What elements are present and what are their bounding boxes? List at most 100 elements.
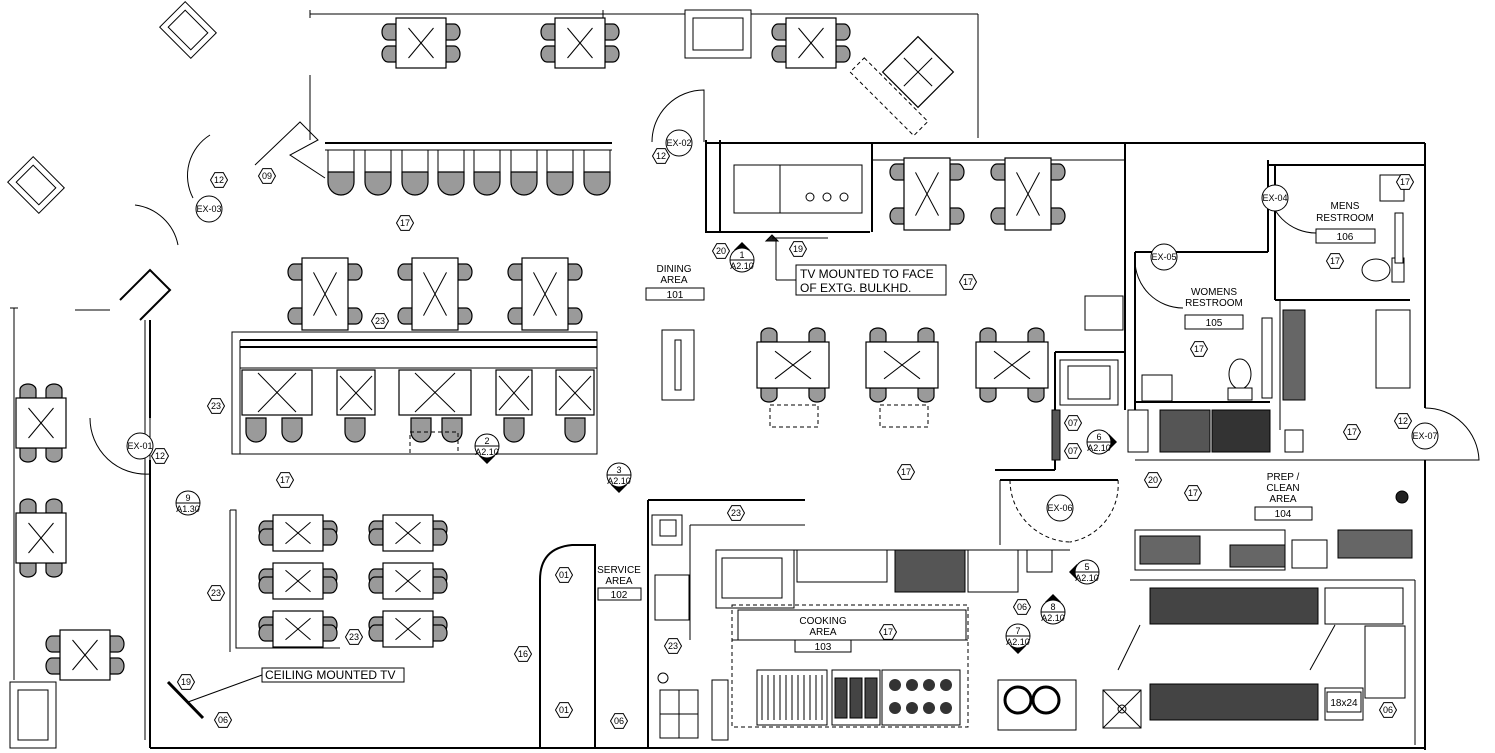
keynote-tag-label: 12 [214, 175, 224, 185]
keynote-tag-label: 17 [1188, 488, 1198, 498]
dining-room-name-2: AREA [660, 275, 688, 286]
dining-table [756, 327, 830, 403]
dining-tables [15, 17, 1066, 681]
section-marker-ref: A2.10 [730, 261, 754, 271]
ice-machine [1084, 295, 1124, 331]
keynote-tag-label: 06 [1017, 602, 1027, 612]
exit-marker: EX-01 [126, 432, 154, 460]
keynote-tag: 23 [206, 585, 226, 601]
cooking-room-name: COOKING [799, 616, 846, 627]
section-marker: 3A2.10 [606, 462, 632, 493]
bar-stool [473, 149, 501, 196]
keynote-tag-label: 12 [155, 451, 165, 461]
keynote-tag-label: 19 [181, 677, 191, 687]
exit-marker: EX-05 [1150, 243, 1178, 271]
exit-marker-label: EX-07 [1412, 431, 1437, 441]
keynote-tag-label: 17 [1347, 427, 1357, 437]
section-marker: 6A2.10 [1086, 429, 1117, 455]
keynote-tag: 09 [257, 168, 277, 184]
keynote-tag-label: 12 [1398, 416, 1408, 426]
keynote-tag: 17 [878, 624, 898, 640]
section-marker-ref: A1.30 [176, 504, 200, 514]
tv-bulkhead-note-1: TV MOUNTED TO FACE [800, 267, 934, 281]
keynote-tag: 17 [958, 274, 978, 290]
keynote-tag: 12 [150, 448, 170, 464]
keynote-tag: 07 [1063, 415, 1083, 431]
womens-room-number: 105 [1206, 318, 1223, 329]
dining-table [15, 498, 67, 578]
back-bar-equipment [733, 164, 863, 242]
dining-table [258, 514, 338, 552]
keynote-tag-label: 17 [901, 467, 911, 477]
bar-stool [583, 149, 611, 196]
keynote-tag-label: 20 [1148, 475, 1158, 485]
prep-clean-equipment [1051, 309, 1413, 721]
keynote-tag: 17 [275, 472, 295, 488]
keynote-tag: 17 [395, 215, 415, 231]
dining-table [849, 35, 955, 137]
exit-marker-label: EX-06 [1047, 503, 1072, 513]
exit-marker: EX-02 [665, 129, 693, 157]
keynote-tag: 17 [1189, 341, 1209, 357]
section-marker-number: 5 [1084, 562, 1089, 572]
ceiling-tv-symbol [166, 680, 205, 720]
bar-counter-tables [241, 369, 929, 455]
section-marker-ref: A2.10 [1087, 443, 1111, 453]
keynote-tag: 12 [209, 172, 229, 188]
keynote-tag: 12 [1393, 413, 1413, 429]
keynote-tag: 20 [1143, 472, 1163, 488]
host-stand [661, 329, 695, 401]
keynote-tag: 17 [1395, 174, 1415, 190]
dining-table [368, 610, 448, 648]
keynote-tag-label: 06 [614, 716, 624, 726]
keynote-tag: 06 [213, 712, 233, 728]
bar-stools [327, 149, 611, 196]
keynote-tag: 06 [1012, 599, 1032, 615]
dining-table [258, 562, 338, 600]
exit-marker-label: EX-03 [196, 204, 221, 214]
dining-table [990, 157, 1066, 231]
dining-table [865, 327, 939, 403]
section-marker: 7A2.10 [1005, 623, 1031, 654]
dining-table [771, 17, 851, 69]
keynote-tag-label: 06 [218, 715, 228, 725]
keynote-tag-label: 16 [518, 649, 528, 659]
service-room-name-2: AREA [605, 576, 633, 587]
keynote-tag: 01 [554, 567, 574, 583]
keynote-tag: 19 [788, 241, 808, 257]
bar-stool [401, 149, 429, 196]
keynote-tag-label: 23 [211, 588, 221, 598]
keynote-tag-label: 01 [559, 570, 569, 580]
keynote-tag-label: 07 [1068, 446, 1078, 456]
keynote-tag-label: 23 [668, 641, 678, 651]
section-marker-number: 8 [1050, 602, 1055, 612]
bar-stool [437, 149, 465, 196]
womens-room-name-2: RESTROOM [1185, 298, 1243, 309]
mens-room-number: 106 [1337, 232, 1354, 243]
keynote-tag: 06 [609, 713, 629, 729]
section-marker-ref: A2.10 [1041, 613, 1065, 623]
keynote-tag: 17 [1342, 424, 1362, 440]
keynote-tag-label: 23 [349, 632, 359, 642]
patio-area [7, 1, 979, 749]
mens-room-name-2: RESTROOM [1316, 213, 1374, 224]
section-marker-ref: A2.10 [1075, 573, 1099, 583]
keynote-tag: 12 [651, 148, 671, 164]
keynote-tag-label: 17 [1400, 177, 1410, 187]
keynote-tag-label: 17 [400, 218, 410, 228]
exit-marker-label: EX-02 [666, 138, 691, 148]
notes: TV MOUNTED TO FACE OF EXTG. BULKHD. CEIL… [261, 240, 1362, 713]
keynote-tag: 23 [344, 629, 364, 645]
dining-table [889, 157, 965, 231]
prep-room-name-2: CLEAN [1266, 483, 1299, 494]
keynote-tag: 23 [206, 398, 226, 414]
keynote-tag: 17 [1325, 253, 1345, 269]
floor-sink-label: 18x24 [1330, 698, 1358, 709]
keynote-tag-label: 12 [656, 151, 666, 161]
dining-table [381, 17, 461, 69]
exit-marker-label: EX-01 [127, 441, 152, 451]
section-marker-number: 9 [185, 493, 190, 503]
section-marker: 9A1.30 [175, 490, 201, 516]
